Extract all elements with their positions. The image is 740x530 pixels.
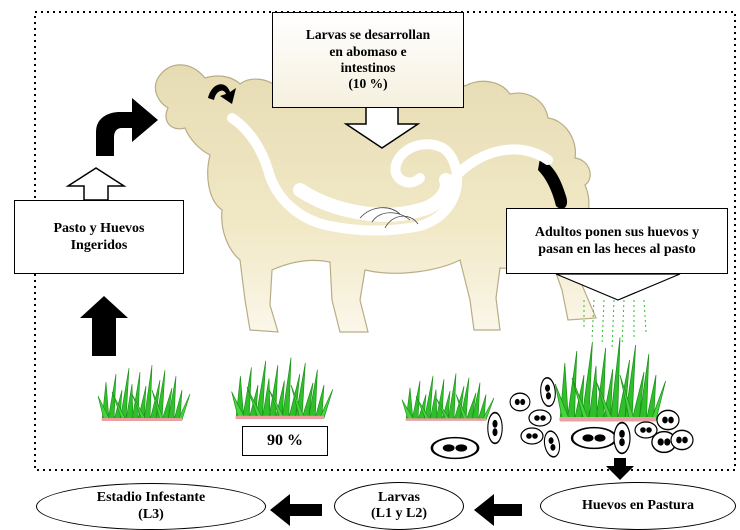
egg-icon — [671, 430, 693, 449]
egg-icon — [542, 428, 562, 459]
egg-icon — [529, 410, 551, 426]
larvae-line: (L1 y L2) — [371, 506, 427, 522]
adults-lay-line: Adultos ponen sus huevos y — [535, 224, 699, 242]
grass-icon — [98, 365, 190, 421]
infective-stage-oval: Estadio Infestante (L3) — [36, 483, 266, 530]
infective-stage-line: Estadio Infestante — [97, 490, 206, 506]
larvae-develop-line: intestinos — [341, 60, 396, 76]
egg-icon — [657, 410, 679, 429]
ingested-line: Pasto y Huevos — [54, 220, 145, 238]
larvae-develop-box: Larvas se desarrollan en abomaso e intes… — [272, 12, 464, 108]
pasture-percent-box: 90 % — [242, 426, 328, 456]
larvae-line: Larvas — [378, 490, 420, 506]
larvae-develop-line: en abomaso e — [329, 44, 406, 60]
adults-lay-box: Adultos ponen sus huevos y pasan en las … — [506, 208, 728, 274]
pasture-percent-label: 90 % — [267, 432, 303, 450]
ingested-line: Ingeridos — [71, 237, 128, 255]
egg-icon — [510, 393, 530, 411]
left-arrow-icon — [474, 494, 522, 526]
egg-icon — [521, 428, 543, 444]
egg-icon — [614, 423, 630, 454]
larvae-develop-line: Larvas se desarrollan — [306, 27, 430, 43]
grass-icon — [232, 358, 333, 420]
eggs-pasture-label: Huevos en Pastura — [582, 498, 694, 514]
larvae-oval: Larvas (L1 y L2) — [334, 482, 464, 530]
up-hollow-arrow-icon — [68, 168, 124, 200]
egg-icon — [539, 376, 557, 408]
grass-icon — [555, 338, 665, 422]
curved-arrow-icon — [96, 98, 158, 156]
down-solid-arrow-icon — [606, 458, 634, 480]
egg-icon — [488, 413, 502, 444]
ingested-box: Pasto y Huevos Ingeridos — [14, 200, 184, 274]
left-arrow-icon — [270, 494, 322, 526]
egg-icon — [572, 428, 616, 449]
adults-lay-line: pasan en las heces al pasto — [538, 241, 696, 259]
larvae-develop-line: (10 %) — [348, 76, 387, 92]
up-solid-arrow-icon — [80, 296, 128, 356]
infective-stage-line: (L3) — [138, 507, 164, 523]
egg-icon — [432, 438, 478, 459]
eggs-pasture-oval: Huevos en Pastura — [540, 482, 736, 530]
grass-icon — [402, 373, 494, 421]
